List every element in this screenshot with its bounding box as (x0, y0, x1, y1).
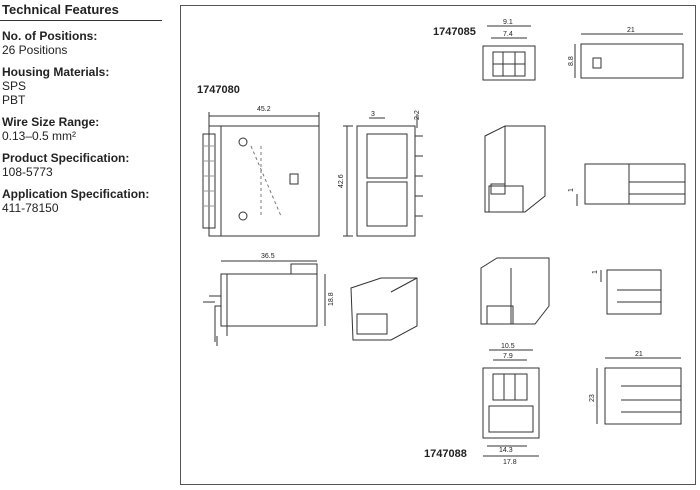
dim-18-8: 18.8 (328, 292, 335, 306)
section-title: Technical Features (0, 0, 162, 21)
header-side-view (343, 114, 423, 237)
technical-features-panel: Technical Features No. of Positions: 26 … (0, 0, 165, 215)
dim-17-8: 17.8 (503, 459, 517, 466)
technical-drawing-frame: 1747080 1747085 1747088 (180, 5, 696, 485)
dim-8-8: 8.8 (568, 56, 575, 66)
header-bottom-view (203, 260, 326, 346)
dim-2-2: 2.2 (414, 110, 421, 120)
dim-7-4: 7.4 (503, 31, 513, 38)
spec-value: 411-78150 (2, 201, 59, 215)
receptacle-1747085-isometric (484, 125, 546, 213)
dim-1-upper: 1 (568, 188, 575, 192)
dim-7-9: 7.9 (503, 353, 513, 360)
spec-label: Application Specification: (2, 187, 150, 201)
spec-value: PBT (2, 93, 26, 107)
spec-label: Housing Materials: (2, 65, 110, 79)
dim-10-5: 10.5 (501, 343, 515, 350)
receptacle-1747085-front (482, 25, 536, 81)
spec-value: 26 Positions (2, 43, 68, 57)
spec-positions: No. of Positions: 26 Positions (2, 29, 165, 57)
receptacle-1747088-front (482, 349, 540, 457)
dim-9-1: 9.1 (503, 19, 513, 26)
spec-product-specification: Product Specification: 108-5773 (2, 151, 165, 179)
dim-21-top: 21 (627, 27, 635, 34)
header-front-view (202, 112, 320, 237)
spec-label: Product Specification: (2, 151, 130, 165)
spec-value: SPS (2, 79, 27, 93)
receptacle-mid-side (600, 269, 662, 315)
connector-drawings: 45.2 3 2.2 42.6 36.5 18.8 9.1 7.4 21 8.8… (202, 19, 686, 466)
spec-wire-size: Wire Size Range: 0.13–0.5 mm² (2, 115, 165, 143)
dim-42-6: 42.6 (338, 174, 345, 188)
spec-housing-materials: Housing Materials: SPS PBT (2, 65, 165, 107)
dim-14-3: 14.3 (499, 447, 513, 454)
dim-23: 23 (589, 394, 596, 402)
dim-1-lower: 1 (592, 270, 599, 274)
spec-application-specification: Application Specification: 411-78150 (2, 187, 165, 215)
spec-label: No. of Positions: (2, 29, 98, 43)
receptacle-1747085-side (576, 163, 686, 206)
spec-value: 108-5773 (2, 165, 53, 179)
spec-label: Wire Size Range: (2, 115, 100, 129)
part-number-1747085: 1747085 (433, 26, 476, 38)
dim-45-2: 45.2 (257, 106, 271, 113)
receptacle-1747085-top (574, 33, 684, 79)
dim-3: 3 (371, 111, 375, 118)
receptacle-mid-isometric (480, 257, 550, 325)
part-number-1747080: 1747080 (197, 84, 240, 96)
dim-21-bottom: 21 (635, 351, 643, 358)
dim-36-5: 36.5 (261, 253, 275, 260)
part-number-1747088: 1747088 (424, 448, 467, 460)
spec-value: 0.13–0.5 mm² (2, 129, 77, 143)
receptacle-1747088-side (596, 357, 682, 425)
header-isometric-view (350, 277, 418, 341)
